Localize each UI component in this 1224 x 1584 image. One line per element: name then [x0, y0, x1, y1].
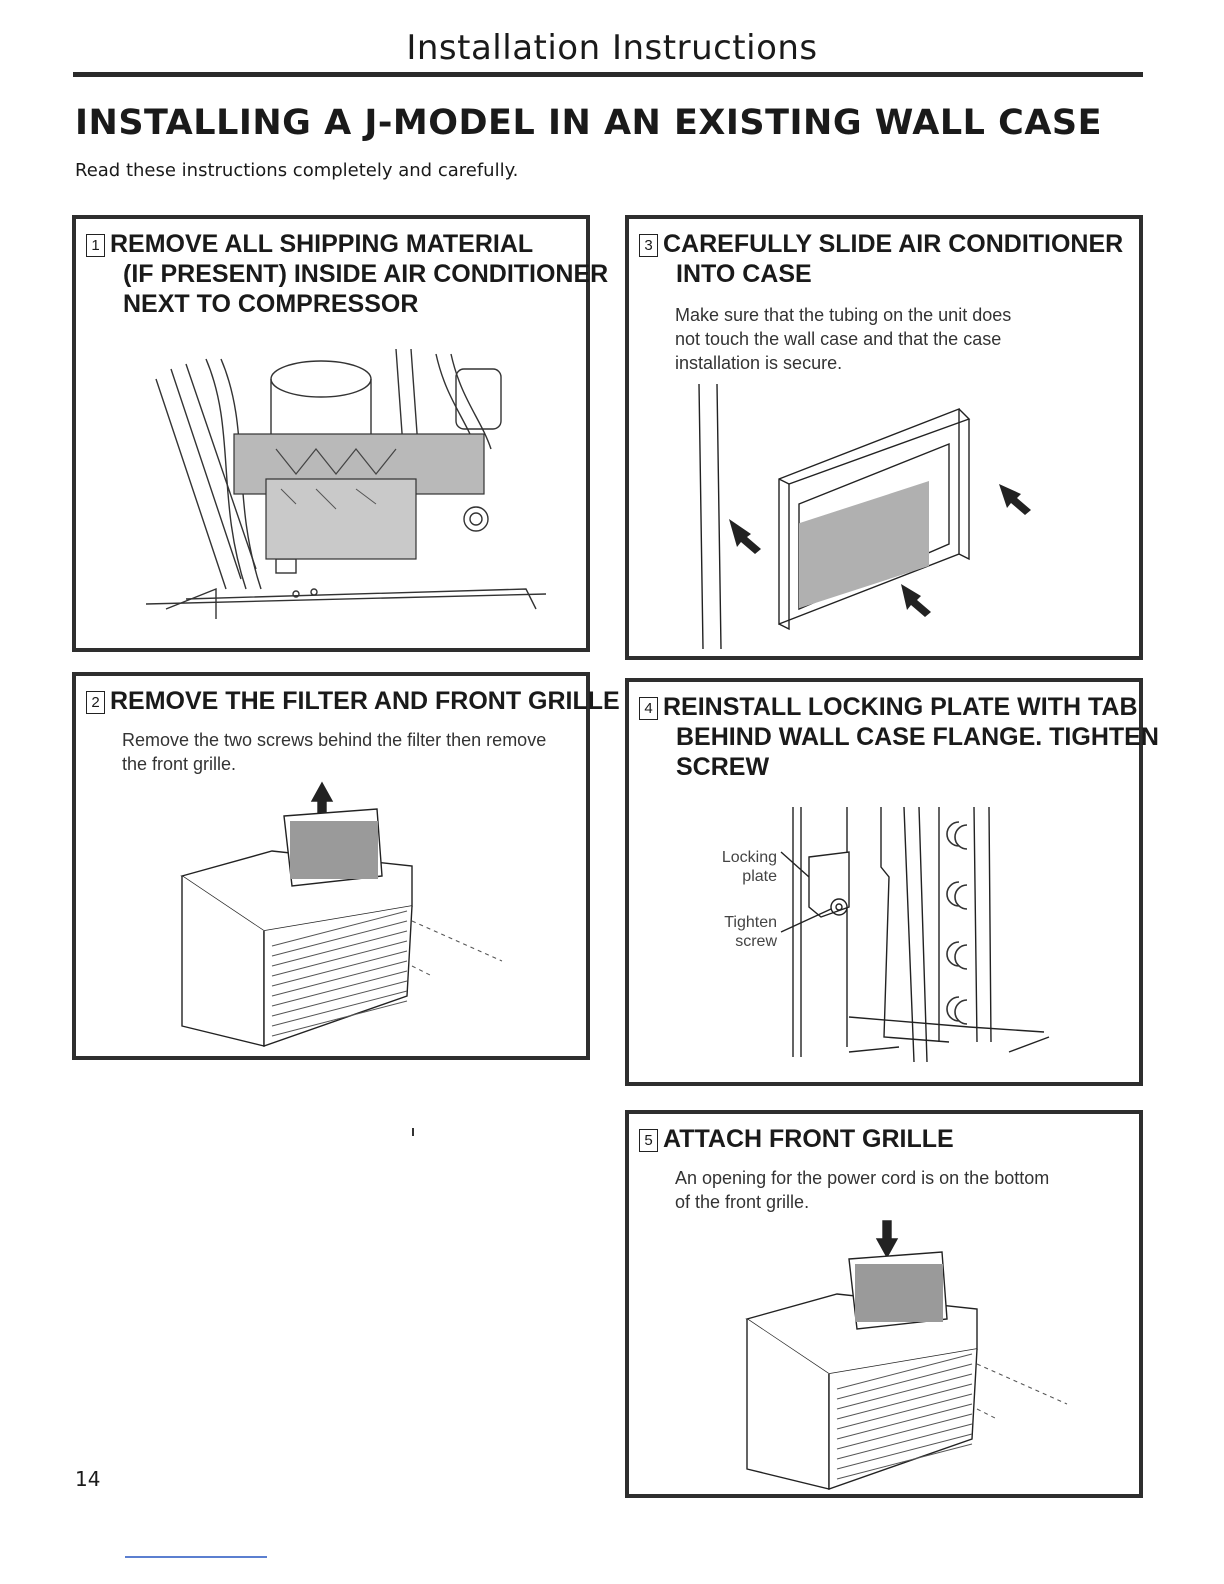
- step-5-text-line: of the front grille.: [675, 1190, 1049, 1214]
- page-number: 14: [75, 1467, 100, 1491]
- locking-plate-label-line1: Locking: [722, 849, 777, 866]
- step-3-heading-line: CAREFULLY SLIDE AIR CONDITIONER: [663, 230, 1123, 258]
- locking-plate-illustration: Locking plate Tighten screw: [709, 807, 1059, 1062]
- tighten-screw-label-line1: Tighten: [724, 914, 777, 931]
- tighten-screw-label-line2: screw: [735, 933, 777, 950]
- step-2-text-line: the front grille.: [122, 752, 546, 776]
- step-3-number: 3: [639, 234, 658, 257]
- step-3-text-line: installation is secure.: [675, 351, 1011, 375]
- step-4-heading-line: SCREW: [639, 752, 1131, 782]
- locking-plate-label-line2: plate: [742, 868, 777, 885]
- step-1-number: 1: [86, 234, 105, 257]
- footer-rule: [125, 1556, 267, 1558]
- step-1-heading-line: REMOVE ALL SHIPPING MATERIAL: [110, 230, 533, 258]
- step-2-heading-line: REMOVE THE FILTER AND FRONT GRILLE: [110, 687, 620, 715]
- step-5-heading-line: ATTACH FRONT GRILLE: [663, 1125, 954, 1153]
- slide-into-case-illustration: [689, 384, 1109, 649]
- step-3-text-line: Make sure that the tubing on the unit do…: [675, 303, 1011, 327]
- step-5-text-line: An opening for the power cord is on the …: [675, 1166, 1049, 1190]
- stray-mark: [412, 1128, 414, 1136]
- compressor-illustration: [146, 339, 546, 619]
- step-2-text: Remove the two screws behind the filter …: [122, 728, 546, 776]
- step-1-heading-line: (IF PRESENT) INSIDE AIR CONDITIONER: [86, 259, 578, 289]
- attach-grille-illustration: [737, 1219, 1077, 1494]
- step-3-heading-line: INTO CASE: [639, 259, 1131, 289]
- step-4-heading-line: REINSTALL LOCKING PLATE WITH TAB: [663, 693, 1138, 721]
- step-3-text: Make sure that the tubing on the unit do…: [675, 303, 1011, 375]
- step-4-number: 4: [639, 697, 658, 720]
- remove-grille-illustration: [172, 781, 512, 1051]
- step-5-number: 5: [639, 1129, 658, 1152]
- section-title: INSTALLING A J-MODEL IN AN EXISTING WALL…: [75, 103, 1102, 143]
- intro-text: Read these instructions completely and c…: [75, 160, 518, 181]
- header-rule: [73, 72, 1143, 77]
- step-2-number: 2: [86, 691, 105, 714]
- step-1-heading-line: NEXT TO COMPRESSOR: [86, 289, 578, 319]
- step-3-text-line: not touch the wall case and that the cas…: [675, 327, 1011, 351]
- step-2-text-line: Remove the two screws behind the filter …: [122, 728, 546, 752]
- step-4-heading-line: BEHIND WALL CASE FLANGE. TIGHTEN: [639, 722, 1131, 752]
- page-header-title: Installation Instructions: [0, 28, 1224, 68]
- step-5-text: An opening for the power cord is on the …: [675, 1166, 1049, 1214]
